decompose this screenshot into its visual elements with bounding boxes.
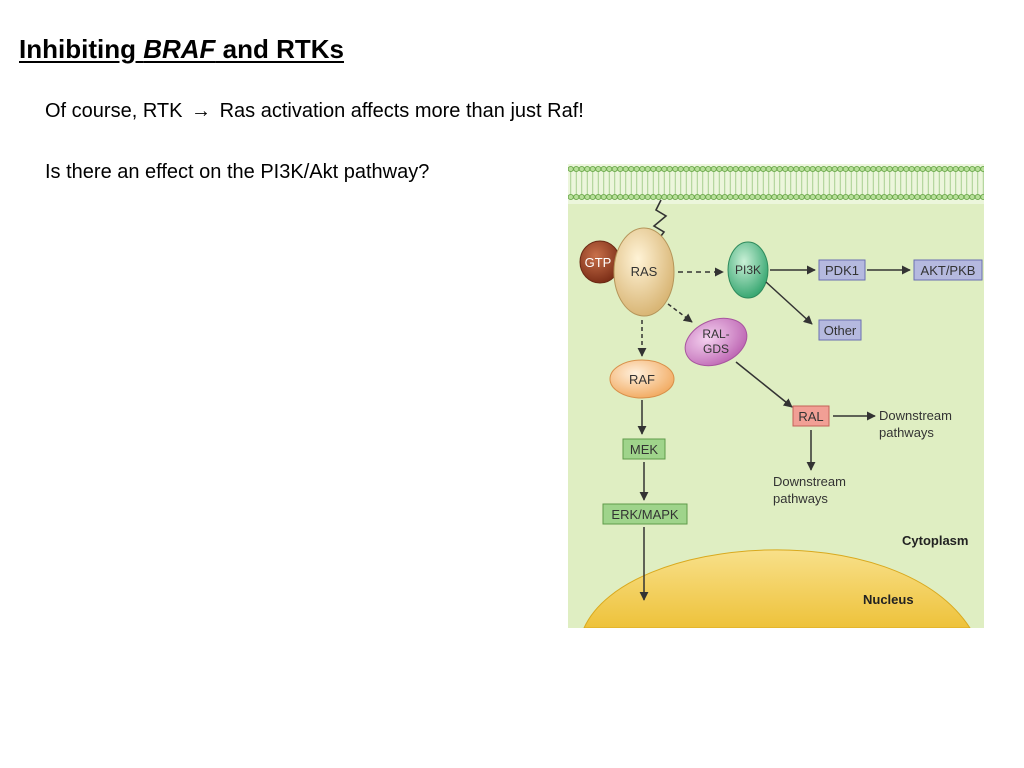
body-line-pi3k-question: Is there an effect on the PI3K/Akt pathw… xyxy=(45,161,430,183)
pdk1-label: PDK1 xyxy=(825,263,859,278)
ras-node xyxy=(613,227,675,317)
line1-start: Of course, RTK xyxy=(45,100,183,122)
erk-box xyxy=(602,503,688,525)
ral-label: RAL xyxy=(798,409,823,424)
akt-box xyxy=(913,259,983,281)
right-arrow-icon: → xyxy=(191,100,212,122)
downstream-label-right-line2: pathways xyxy=(879,425,934,440)
erk-label: ERK/MAPK xyxy=(611,507,679,522)
akt-label: AKT/PKB xyxy=(921,263,976,278)
ral-box xyxy=(792,405,830,427)
pdk1-box xyxy=(818,259,866,281)
downstream-label-right-line1: Downstream xyxy=(879,408,952,423)
arrow-ralgds-ral xyxy=(735,361,793,408)
cytoplasm-label: Cytoplasm xyxy=(902,533,968,548)
receptor-link xyxy=(652,199,668,241)
ras-signaling-diagram: GTP RAS PI3K RAL- GDS RAF MEK ERK/MAPK P… xyxy=(568,164,984,628)
downstream-label-below-line2: pathways xyxy=(773,491,828,506)
raf-label: RAF xyxy=(629,372,655,387)
other-box xyxy=(818,319,862,341)
gtp-label: GTP xyxy=(585,255,612,270)
other-label: Other xyxy=(824,323,857,338)
mek-label: MEK xyxy=(630,442,659,457)
arrow-ras-ralgds xyxy=(667,303,693,323)
downstream-label-below-line1: Downstream xyxy=(773,474,846,489)
slide-title: Inhibiting BRAF and RTKs xyxy=(19,34,344,65)
pathway-arrows xyxy=(637,265,911,601)
nucleus xyxy=(583,549,971,628)
ralgds-label-line2: GDS xyxy=(703,342,729,356)
mek-box xyxy=(622,438,666,460)
body-line-ras-activation: Of course, RTK → Ras activation affects … xyxy=(45,100,584,123)
nucleus-label: Nucleus xyxy=(863,592,914,607)
pi3k-node xyxy=(727,241,769,299)
raf-node xyxy=(609,359,675,399)
title-gene-braf: BRAF xyxy=(143,34,216,64)
ras-label: RAS xyxy=(631,264,658,279)
ralgds-node xyxy=(684,317,748,367)
cell-membrane xyxy=(568,164,984,204)
pi3k-label: PI3K xyxy=(735,263,761,277)
title-text-end: and RTKs xyxy=(215,34,344,64)
ralgds-label-line1: RAL- xyxy=(702,327,729,341)
title-text-start: Inhibiting xyxy=(19,34,144,64)
arrow-pi3k-other xyxy=(765,281,813,325)
line1-end: Ras activation affects more than just Ra… xyxy=(219,100,584,122)
